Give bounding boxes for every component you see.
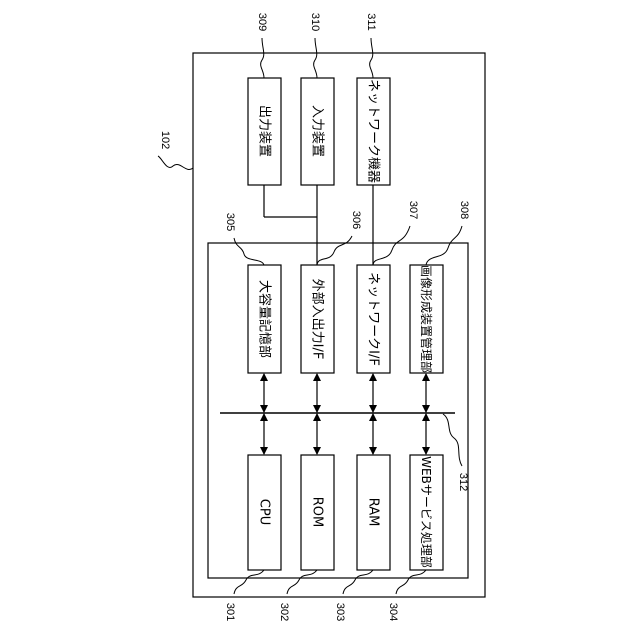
ref-309: 309 — [256, 13, 268, 31]
leader-310 — [314, 38, 317, 78]
rom-label: ROM — [310, 497, 325, 527]
ref-303: 303 — [334, 603, 346, 621]
ref-307: 307 — [407, 201, 419, 219]
leader-308 — [426, 226, 462, 265]
input-device-label: 入力装置 — [310, 105, 325, 157]
leader-307 — [373, 226, 410, 265]
leader-102 — [158, 156, 193, 170]
ref-304: 304 — [387, 603, 399, 621]
web-service-label: WEBサービス処理部 — [419, 456, 434, 568]
leader-306 — [317, 236, 352, 265]
ref-308: 308 — [458, 201, 470, 219]
ref-301: 301 — [224, 603, 236, 621]
ref-310: 310 — [309, 13, 321, 31]
ref-302: 302 — [278, 603, 290, 621]
external-io-label: 外部入出力I/F — [310, 279, 325, 360]
ref-311: 311 — [365, 13, 377, 31]
network-if-label: ネットワークI/F — [366, 272, 381, 366]
leader-301 — [234, 570, 264, 594]
network-equipment-label: ネットワーク機器 — [366, 79, 381, 183]
bus-arrows — [264, 374, 426, 454]
leader-302 — [287, 570, 317, 594]
leader-304 — [396, 570, 426, 594]
ram-label: RAM — [366, 498, 381, 527]
leader-303 — [343, 570, 373, 594]
leader-309 — [261, 38, 264, 78]
output-device-label: 出力装置 — [257, 105, 272, 157]
ref-305: 305 — [224, 213, 236, 231]
mass-storage-label: 大容量記憶部 — [257, 280, 273, 358]
image-forming-mgmt-label: 画像形成装置管理部 — [419, 265, 434, 373]
leader-312 — [443, 414, 462, 466]
leader-311 — [370, 38, 373, 78]
ref-312: 312 — [457, 473, 469, 491]
ref-306: 306 — [350, 211, 362, 229]
leader-305 — [234, 238, 264, 265]
ref-102: 102 — [159, 131, 171, 149]
cpu-label: CPU — [257, 499, 272, 525]
